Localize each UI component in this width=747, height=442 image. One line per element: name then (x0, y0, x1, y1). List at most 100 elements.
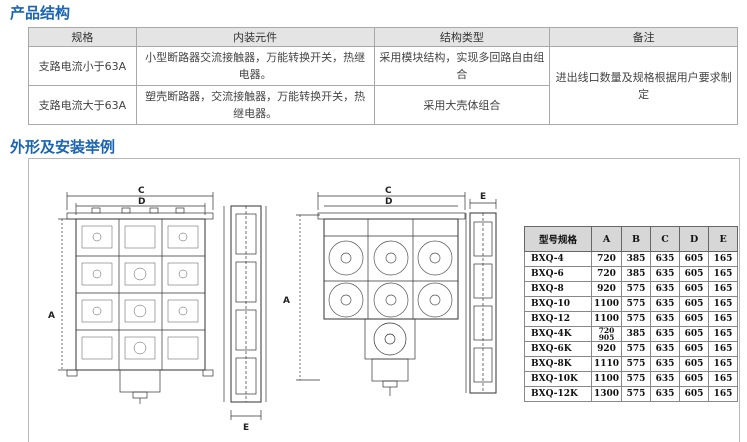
cell-model: BXQ-12 (524, 311, 592, 327)
cell-b: 575 (621, 311, 652, 327)
front-view-drawing-1: C D A (48, 186, 214, 404)
side-view-drawing-1: E (223, 205, 267, 433)
cell-c: 635 (650, 326, 681, 342)
cell-b: 575 (621, 356, 652, 372)
header-components: 内装元件 (135, 27, 375, 47)
cell-remark: 进出线口数量及规格根据用户要求制定 (549, 46, 738, 125)
cell-e: 165 (708, 356, 739, 372)
cell-b: 575 (621, 281, 652, 297)
cell-structure: 采用大壳体组合 (373, 85, 551, 125)
cell-a: 1100 (590, 371, 623, 387)
front-view-drawing-2-a-dim: A (283, 214, 320, 381)
cell-a: 720 905 (590, 326, 623, 342)
cell-spec: 支路电流大于63A (28, 85, 137, 125)
installation-figure-frame (28, 158, 740, 442)
cell-model: BXQ-4K (524, 326, 592, 342)
dim-label-c: C (138, 186, 145, 196)
cell-c: 635 (650, 266, 681, 282)
cell-d: 605 (679, 356, 710, 372)
cell-e: 165 (708, 266, 739, 282)
spec-table: 规格 内装元件 结构类型 备注 支路电流小于63A 小型断路器交流接触器，万能转… (28, 27, 738, 125)
cell-b: 575 (621, 386, 652, 402)
cell-model: BXQ-4 (524, 251, 592, 267)
dim-label-d-2: D (385, 197, 392, 207)
cell-c: 635 (650, 386, 681, 402)
cell-d: 605 (679, 386, 710, 402)
cell-c: 635 (650, 341, 681, 357)
cell-a: 720 (590, 266, 623, 282)
cell-d: 605 (679, 296, 710, 312)
cell-d: 605 (679, 371, 710, 387)
section-heading-structure: 产品结构 (10, 4, 71, 22)
dimension-table-header: 型号规格 A B C D E (524, 226, 739, 252)
cell-d: 605 (679, 266, 710, 282)
cell-model: BXQ-8K (524, 356, 592, 372)
cell-b: 385 (621, 326, 652, 342)
cell-c: 635 (650, 356, 681, 372)
header-spec: 规格 (28, 27, 137, 47)
spec-table-header: 规格 内装元件 结构类型 备注 (28, 27, 738, 47)
table-row: 支路电流大于63A 塑壳断路器，交流接触器，万能转换开关，热继电器。 采用大壳体… (28, 85, 738, 125)
header-structure: 结构类型 (373, 27, 551, 47)
cell-model: BXQ-6K (524, 341, 592, 357)
header-a: A (590, 226, 623, 252)
cell-e: 165 (708, 341, 739, 357)
cell-c: 635 (650, 251, 681, 267)
dim-label-a-2: A (283, 296, 290, 306)
cell-a: 1110 (590, 356, 623, 372)
cell-d: 605 (679, 281, 710, 297)
cell-e: 165 (708, 371, 739, 387)
cell-components: 小型断路器交流接触器，万能转换开关，热继电器。 (135, 46, 375, 86)
dim-label-a: A (48, 311, 55, 321)
cell-e: 165 (708, 296, 739, 312)
cell-a: 920 (590, 341, 623, 357)
cell-b: 575 (621, 341, 652, 357)
cell-a: 720 (590, 251, 623, 267)
side-view-drawing-2: E (465, 192, 497, 394)
cell-d: 605 (679, 341, 710, 357)
cell-b: 575 (621, 371, 652, 387)
cell-e: 165 (708, 386, 739, 402)
cell-a: 1100 (590, 311, 623, 327)
cell-b: 385 (621, 251, 652, 267)
header-d: D (679, 226, 710, 252)
cell-a: 1300 (590, 386, 623, 402)
dim-label-e-2: E (480, 192, 486, 202)
cell-e: 165 (708, 311, 739, 327)
cell-c: 635 (650, 371, 681, 387)
header-c: C (650, 226, 681, 252)
front-view-drawing-2: C D (317, 186, 466, 396)
cell-model: BXQ-10K (524, 371, 592, 387)
cell-structure: 采用模块结构，实现多回路自由组合 (373, 46, 551, 86)
cell-c: 635 (650, 296, 681, 312)
cell-b: 575 (621, 296, 652, 312)
header-e: E (708, 226, 739, 252)
cell-e: 165 (708, 326, 739, 342)
dim-label-c-2: C (385, 186, 392, 196)
cell-model: BXQ-12K (524, 386, 592, 402)
cell-d: 605 (679, 326, 710, 342)
cell-b: 385 (621, 266, 652, 282)
cell-c: 635 (650, 281, 681, 297)
cell-c: 635 (650, 311, 681, 327)
cell-model: BXQ-10 (524, 296, 592, 312)
cell-d: 605 (679, 251, 710, 267)
cell-a: 1100 (590, 296, 623, 312)
header-model: 型号规格 (524, 226, 592, 252)
cell-d: 605 (679, 311, 710, 327)
cell-model: BXQ-6 (524, 266, 592, 282)
cell-model: BXQ-8 (524, 281, 592, 297)
dim-label-d: D (138, 197, 145, 207)
